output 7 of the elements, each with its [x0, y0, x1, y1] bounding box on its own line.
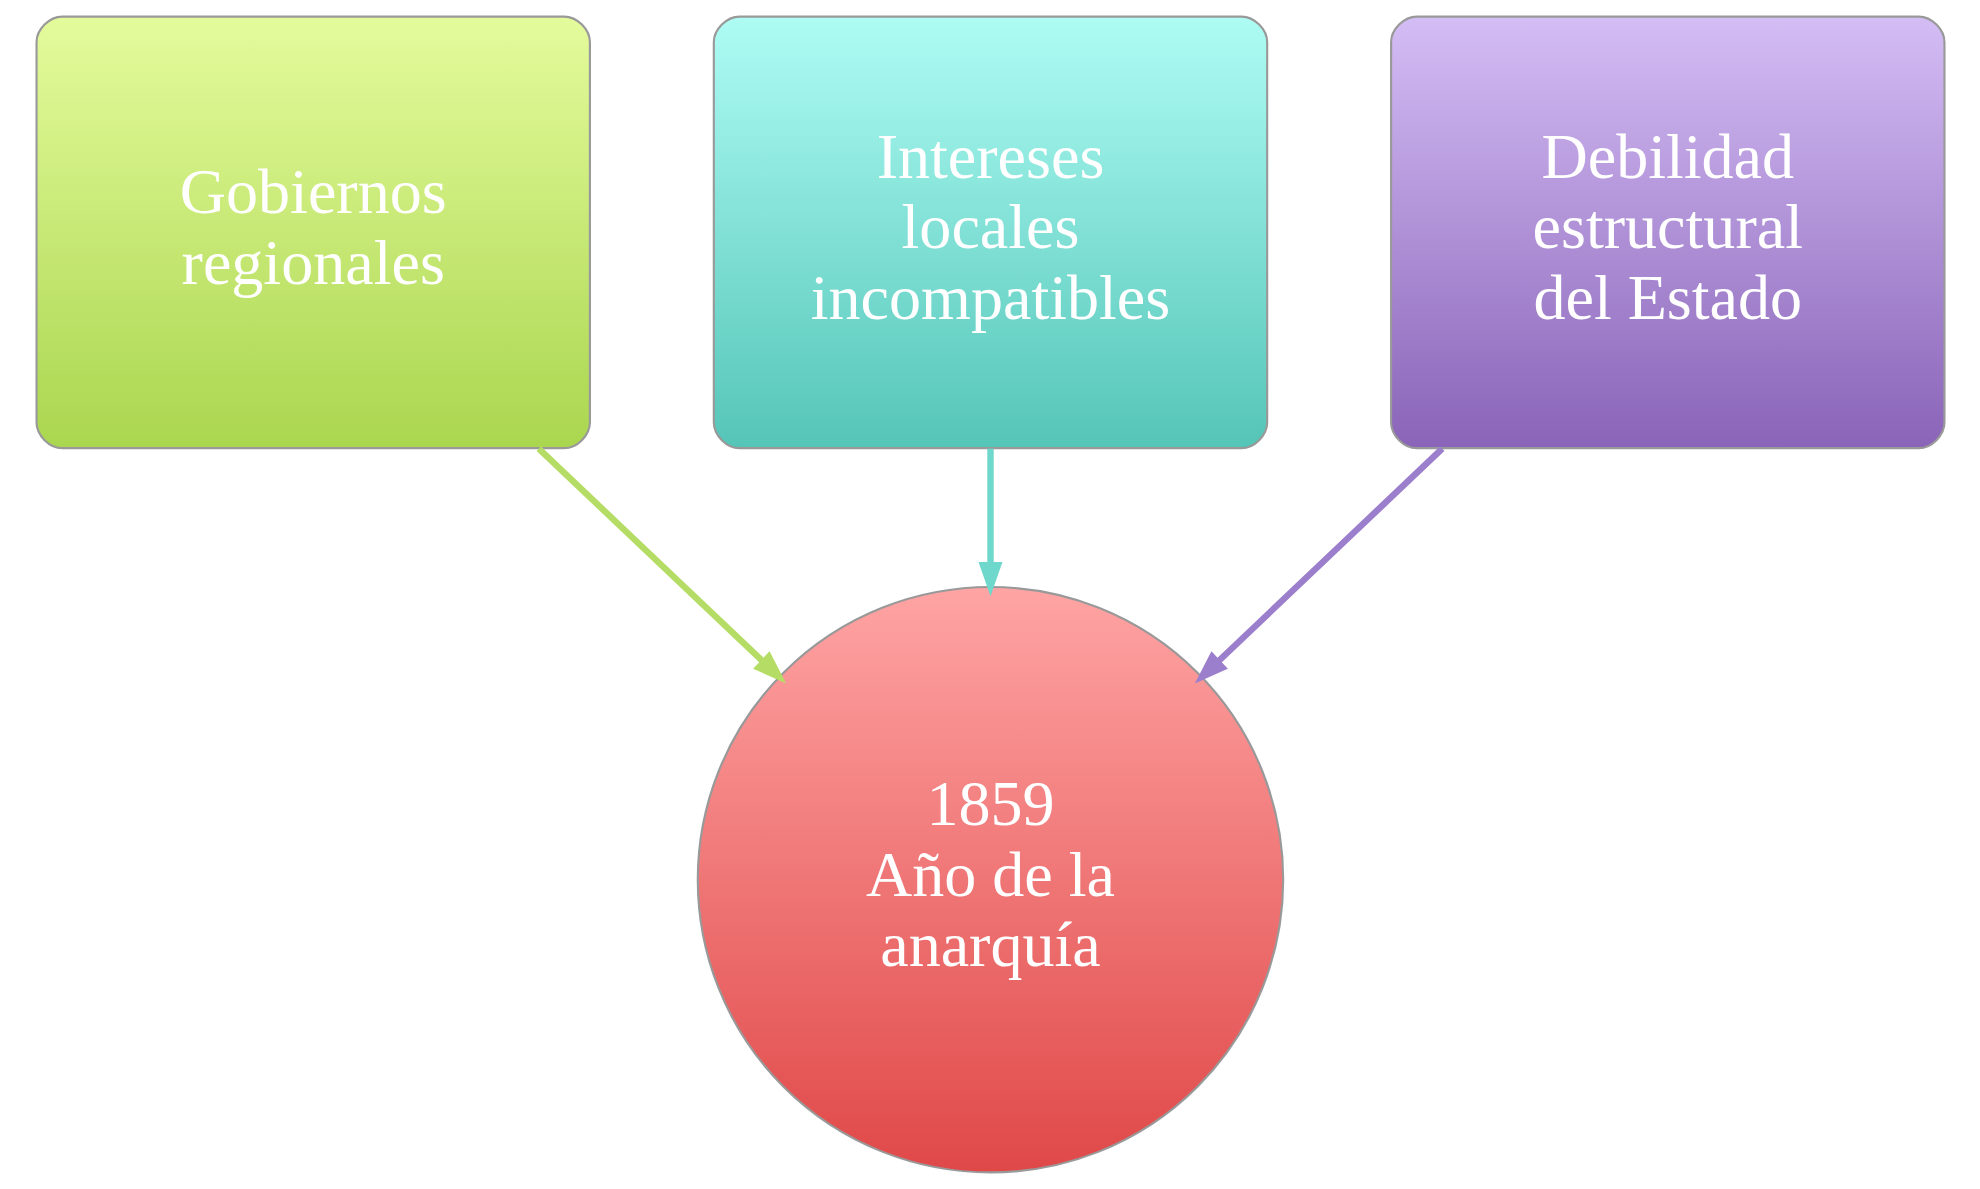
node-box: Gobiernos regionales [35, 15, 591, 450]
node-circle: 1859 Año de la anarquía [696, 585, 1284, 1174]
arrow [536, 446, 786, 684]
node-box: Debilidad estructural del Estado [1389, 15, 1945, 450]
node-box: Intereses locales incompatibles [712, 15, 1268, 450]
arrow [978, 448, 1002, 597]
arrow [1194, 446, 1444, 684]
